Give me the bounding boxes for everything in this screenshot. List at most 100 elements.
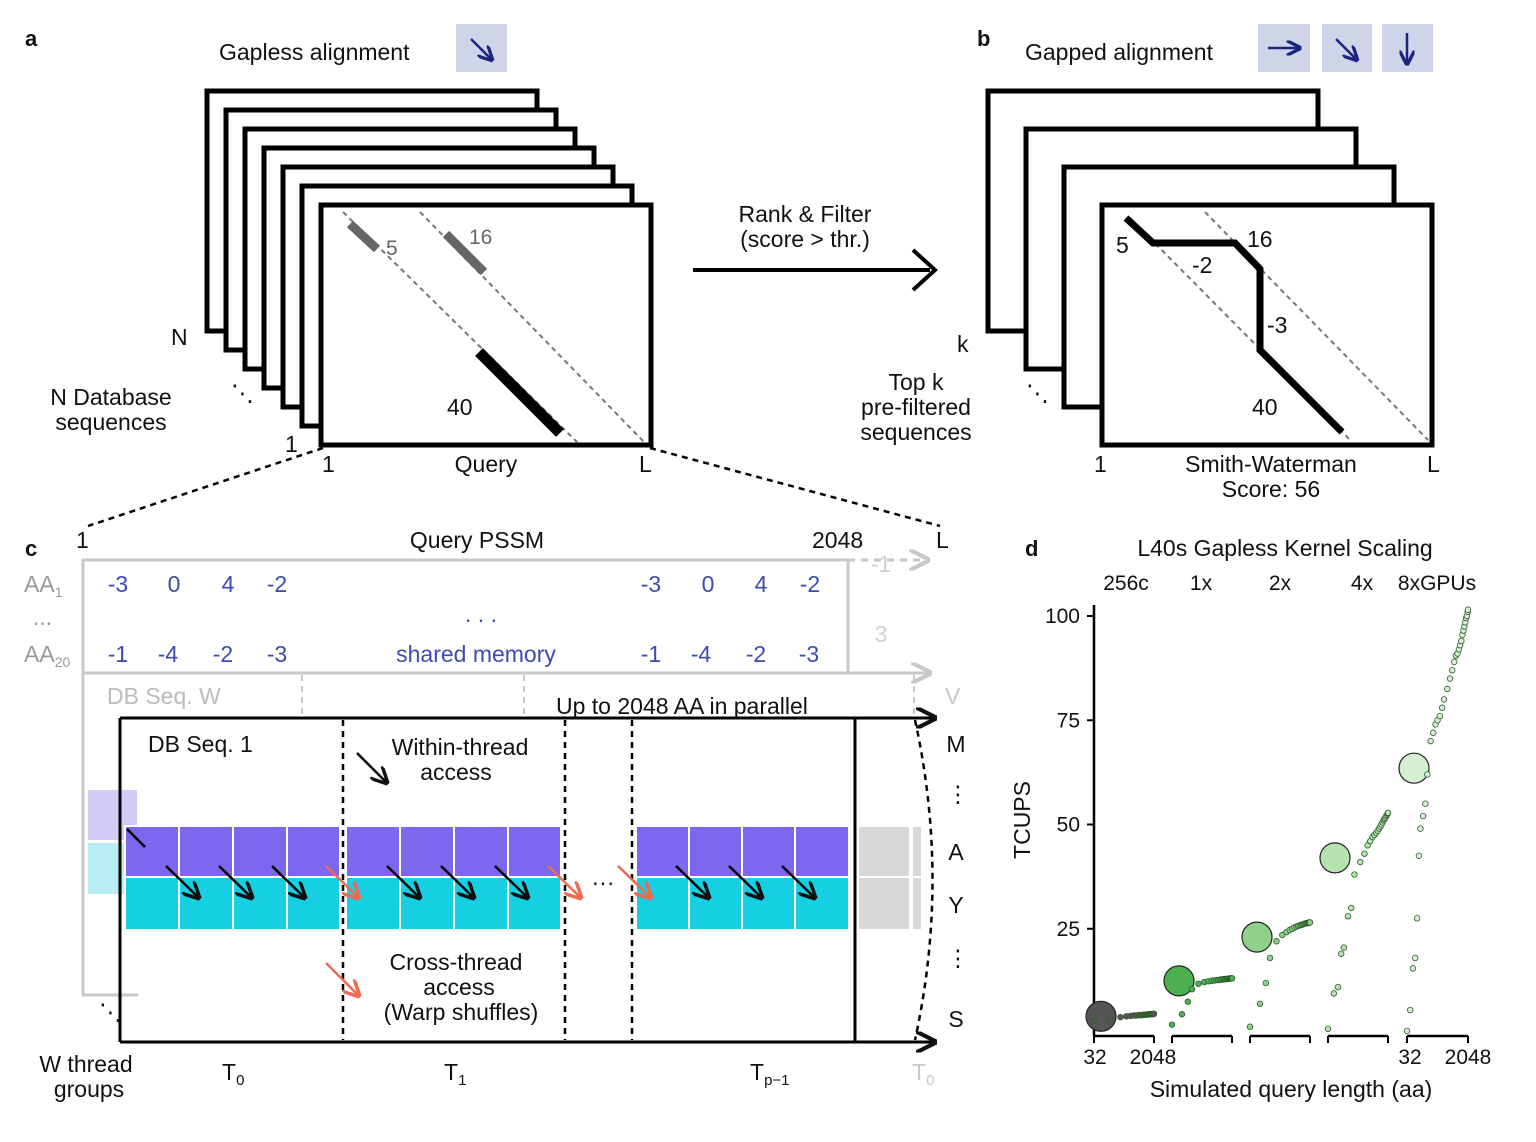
thread-label-tp-1: Tp−1	[750, 1059, 790, 1089]
mean-marker	[1241, 921, 1273, 953]
path-label-minus2: -2	[1192, 252, 1212, 278]
y-axis-label: TCUPS	[1009, 781, 1035, 859]
pssm-cell: -1	[641, 641, 661, 667]
data-point	[1415, 852, 1423, 859]
seq-letter: M	[946, 731, 965, 757]
group-header-label: 1x	[1190, 572, 1213, 595]
data-point	[1324, 1025, 1332, 1033]
path-label-5: 5	[1116, 232, 1129, 258]
pssm-cell: 4	[755, 571, 768, 597]
pssm-cell: -3	[799, 641, 819, 667]
y-axis-one: 1	[285, 431, 298, 457]
pssm-row-1: -3 0 4 -2 -3 0 4 -2	[108, 571, 820, 597]
hit-segment-40	[475, 348, 564, 437]
topk-line3: sequences	[860, 419, 971, 445]
pssm-cell: -2	[746, 641, 766, 667]
w-groups-line2: groups	[54, 1076, 124, 1102]
gapped-diagonals	[1129, 211, 1429, 441]
topk-line1: Top k	[889, 369, 944, 395]
faded-mid-value: 3	[875, 621, 888, 647]
faded-top-value: -1	[871, 551, 891, 577]
data-point	[1338, 950, 1345, 957]
smith-waterman-label: Smith-Waterman	[1185, 451, 1357, 477]
c-x-start: 1	[76, 527, 89, 553]
pssm-cell: -3	[641, 571, 661, 597]
thread-label-t1: T1	[444, 1059, 466, 1089]
w-groups-dots: ⋱	[99, 999, 122, 1025]
stack-ellipsis: ⋱	[231, 380, 254, 406]
aa1-label: AA1	[24, 571, 63, 600]
within-thread-arrow	[356, 752, 387, 783]
c-x-l: L	[936, 527, 949, 553]
path-label-16: 16	[1247, 226, 1273, 252]
data-point	[1168, 1021, 1176, 1028]
data-point	[1178, 1011, 1186, 1018]
db-label-line1: N Database	[50, 384, 171, 410]
prefiltered-stack	[985, 88, 1435, 448]
chart-title: L40s Gapless Kernel Scaling	[1137, 535, 1432, 561]
data-point	[1458, 637, 1465, 645]
rank-filter-line2: (score > thr.)	[740, 226, 870, 252]
cross-thread-arrows	[325, 865, 651, 996]
c-x-2048: 2048	[812, 527, 863, 553]
seq-letter: Y	[948, 892, 963, 918]
w-groups-line1: W thread	[39, 1051, 132, 1077]
data-point	[1228, 975, 1236, 982]
data-point	[1384, 809, 1392, 817]
group-header-label: 2x	[1269, 572, 1292, 595]
data-point	[1256, 1000, 1264, 1008]
pssm-cell: -4	[158, 641, 179, 667]
cross-thread-line1: Cross-thread	[390, 949, 523, 975]
v-label: V	[945, 683, 961, 709]
data-point	[1117, 1013, 1124, 1021]
aa-dots: ...	[33, 604, 52, 630]
cross-thread-line2: access	[423, 974, 495, 1000]
stack-ellipsis-b: ⋱	[1026, 380, 1049, 406]
data-point	[1424, 771, 1431, 778]
data-point	[1348, 904, 1355, 912]
pssm-cell: -4	[691, 641, 712, 667]
hit-segment-16	[442, 230, 488, 276]
data-point	[1451, 658, 1458, 666]
pssm-cell: -2	[267, 571, 287, 597]
mean-marker	[1398, 752, 1430, 784]
aa20-label: AA20	[24, 641, 70, 670]
pssm-cell: -2	[800, 571, 820, 597]
data-point	[1403, 1027, 1411, 1035]
data-point	[1188, 986, 1196, 993]
pssm-cell: 0	[702, 571, 715, 597]
data-point	[1340, 944, 1348, 951]
zoom-line-right	[649, 446, 941, 528]
pssm-cell: -1	[108, 641, 128, 667]
group-header-label: 256c	[1103, 572, 1149, 595]
x-tick-right-32: 32	[1398, 1046, 1421, 1069]
x-tick-left-32: 32	[1083, 1046, 1106, 1069]
data-point	[1438, 704, 1446, 711]
within-thread-arrows	[126, 828, 815, 898]
group-header-label: 8xGPUs	[1398, 572, 1476, 595]
x-axis-one: 1	[322, 451, 335, 477]
data-point	[1417, 825, 1424, 832]
data-point	[1446, 675, 1454, 682]
data-point	[1262, 979, 1270, 987]
db-seq-1-label: DB Seq. 1	[148, 731, 253, 757]
data-point	[1246, 1023, 1254, 1030]
hit-segment-5	[346, 220, 381, 253]
diag-arrow-icon	[456, 24, 507, 72]
diag-arrow-icon	[1322, 24, 1372, 72]
data-point	[1361, 850, 1368, 857]
y-tick-label: 75	[1057, 709, 1080, 732]
group-header-label: 4x	[1351, 572, 1374, 595]
panel-label-b: b	[977, 26, 990, 51]
panel-d: d L40s Gapless Kernel Scaling TCUPS Simu…	[1009, 535, 1491, 1102]
data-point	[1449, 667, 1456, 674]
n-label: N	[171, 324, 188, 350]
y-tick-label: 100	[1045, 605, 1080, 628]
db-seq-w-label: DB Seq. W	[107, 683, 221, 709]
data-point	[1344, 913, 1352, 920]
score-label-5: 5	[386, 237, 398, 260]
data-point	[1357, 858, 1364, 866]
pssm-mid-dots: . . .	[465, 601, 497, 627]
gapless-title: Gapless alignment	[219, 39, 410, 65]
